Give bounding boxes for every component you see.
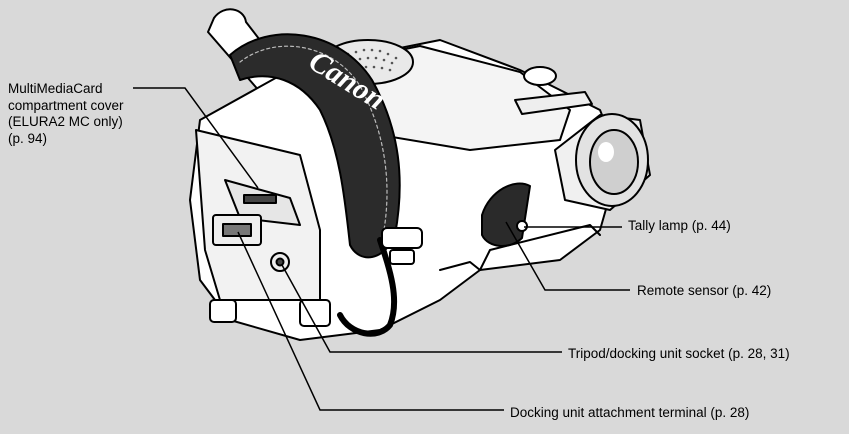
callout-tripod-socket: Tripod/docking unit socket (p. 28, 31) bbox=[568, 346, 790, 361]
zoom-knob bbox=[523, 66, 557, 86]
power-switch bbox=[514, 91, 593, 115]
callout-mmc-line3: (ELURA2 MC only) bbox=[8, 114, 123, 129]
tally-lamp bbox=[516, 220, 528, 232]
callout-mmc-line2: compartment cover bbox=[8, 97, 124, 113]
callout-docking-terminal: Docking unit attachment terminal (p. 28) bbox=[510, 405, 750, 420]
strap-buckle bbox=[381, 227, 423, 249]
mmc-slot bbox=[243, 194, 277, 204]
callout-mmc-line1: MultiMediaCard bbox=[8, 81, 103, 96]
leader-remote bbox=[505, 221, 630, 291]
leader-dock bbox=[237, 231, 504, 411]
lens-glass bbox=[589, 129, 639, 195]
leader-tripod bbox=[281, 264, 562, 353]
callout-remote-sensor: Remote sensor (p. 42) bbox=[637, 283, 772, 298]
callout-mmc-cover: MultiMediaCard compartment cover (ELURA2… bbox=[8, 81, 124, 147]
callout-tally-lamp: Tally lamp (p. 44) bbox=[628, 218, 731, 233]
strap-loop bbox=[337, 237, 398, 337]
callout-mmc-line4: (p. 94) bbox=[8, 130, 48, 146]
leader-mmc bbox=[133, 87, 259, 189]
